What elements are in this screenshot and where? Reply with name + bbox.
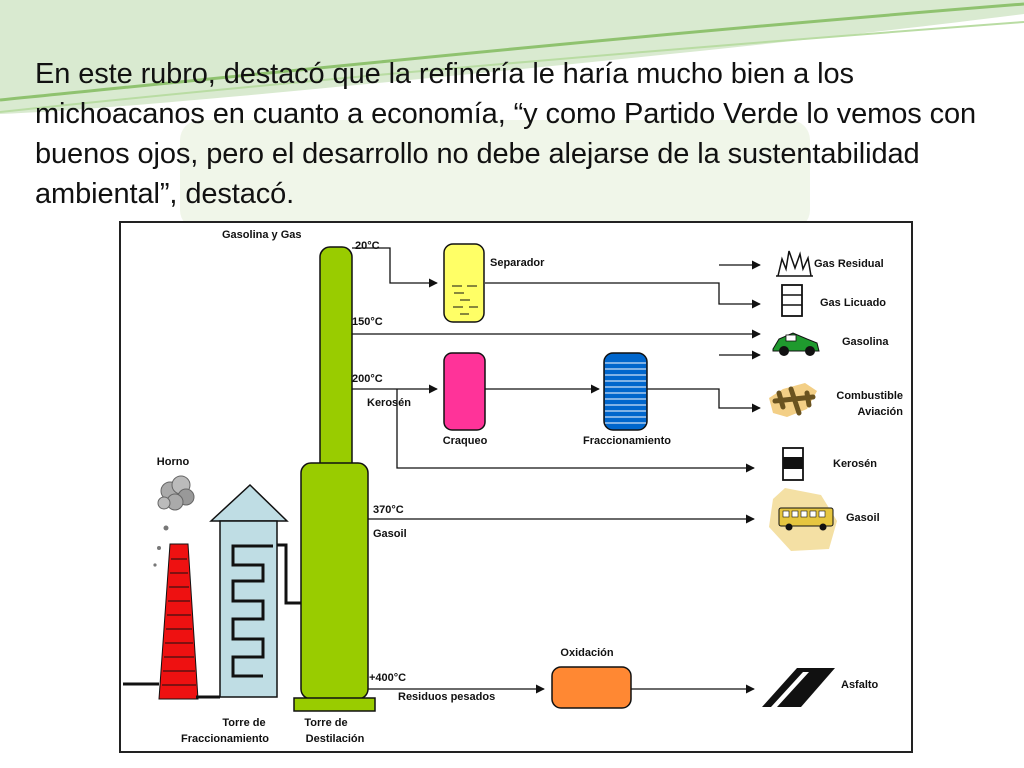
product-gasoil-label: Gasoil <box>846 512 880 524</box>
gasoil-stream-label: Gasoil <box>373 528 407 540</box>
distillation-tower-upper <box>319 246 353 498</box>
residues-stream-label: Residuos pesados <box>398 691 495 703</box>
oxidation-label: Oxidación <box>560 647 613 659</box>
line-separator-lpg <box>485 282 761 309</box>
line-kerosene <box>396 389 755 473</box>
temp-400c-label: +400°C <box>369 672 406 684</box>
temp-150c-label: 150°C <box>352 316 383 328</box>
kerosene-tank-icon <box>782 447 804 481</box>
temp-200c-label: 200°C <box>352 373 383 385</box>
line-fractionation-aviation <box>647 388 761 413</box>
temp-20c-label: 20°C <box>355 240 380 252</box>
distillation-tower-label-line2: Destilación <box>306 733 365 745</box>
product-asphalt-label: Asfalto <box>841 679 879 691</box>
residual-gas-flare-icon <box>776 250 813 277</box>
lpg-tank-icon <box>781 284 803 317</box>
gasoline-gas-label: Gasolina y Gas <box>222 229 301 241</box>
product-aviation-label-line1: Combustible <box>836 390 903 402</box>
separator-vessel <box>443 243 485 323</box>
fractionation-tower-label-line1: Torre de <box>222 717 265 729</box>
distillation-tower-label-line1: Torre de <box>304 717 347 729</box>
separator-label: Separador <box>490 257 545 269</box>
fractionation-vessel <box>603 352 648 431</box>
product-residual-gas-label: Gas Residual <box>814 258 884 270</box>
furnace-label: Horno <box>157 456 190 468</box>
fractionation-label: Fraccionamiento <box>583 435 671 447</box>
background-panel <box>180 120 810 230</box>
product-aviation-label-line2: Aviación <box>858 406 904 418</box>
airplane-icon <box>769 383 817 417</box>
fractionation-tower <box>209 483 289 698</box>
distillation-tower-lower <box>300 462 369 700</box>
cracking-vessel <box>443 352 486 431</box>
product-gasoline-label: Gasolina <box>842 336 889 348</box>
bus-icon <box>769 488 837 551</box>
furnace-chimney <box>158 543 199 700</box>
car-icon <box>772 332 820 356</box>
temp-370c-label: 370°C <box>373 504 404 516</box>
asphalt-road-icon <box>762 668 835 707</box>
fractionation-tower-label-line2: Fraccionamiento <box>181 733 269 745</box>
pipe-exchanger-to-tower <box>277 543 301 605</box>
swoosh-line-2 <box>0 21 1024 113</box>
line-20c-separator <box>352 247 438 288</box>
refinery-diagram: Gasolina y Gas 20°C 150°C 200°C Kerosén … <box>119 221 913 753</box>
swoosh-line <box>0 2 1024 102</box>
product-lpg-label: Gas Licuado <box>820 297 886 309</box>
kerosene-stream-label: Kerosén <box>367 397 411 409</box>
product-kerosene-label: Kerosén <box>833 458 877 470</box>
oxidation-vessel <box>551 666 632 709</box>
cracking-label: Craqueo <box>443 435 488 447</box>
smoke-icon <box>153 475 195 567</box>
distillation-tower-base <box>293 697 376 712</box>
slide-quote-text: En este rubro, destacó que la refinería … <box>35 58 977 210</box>
